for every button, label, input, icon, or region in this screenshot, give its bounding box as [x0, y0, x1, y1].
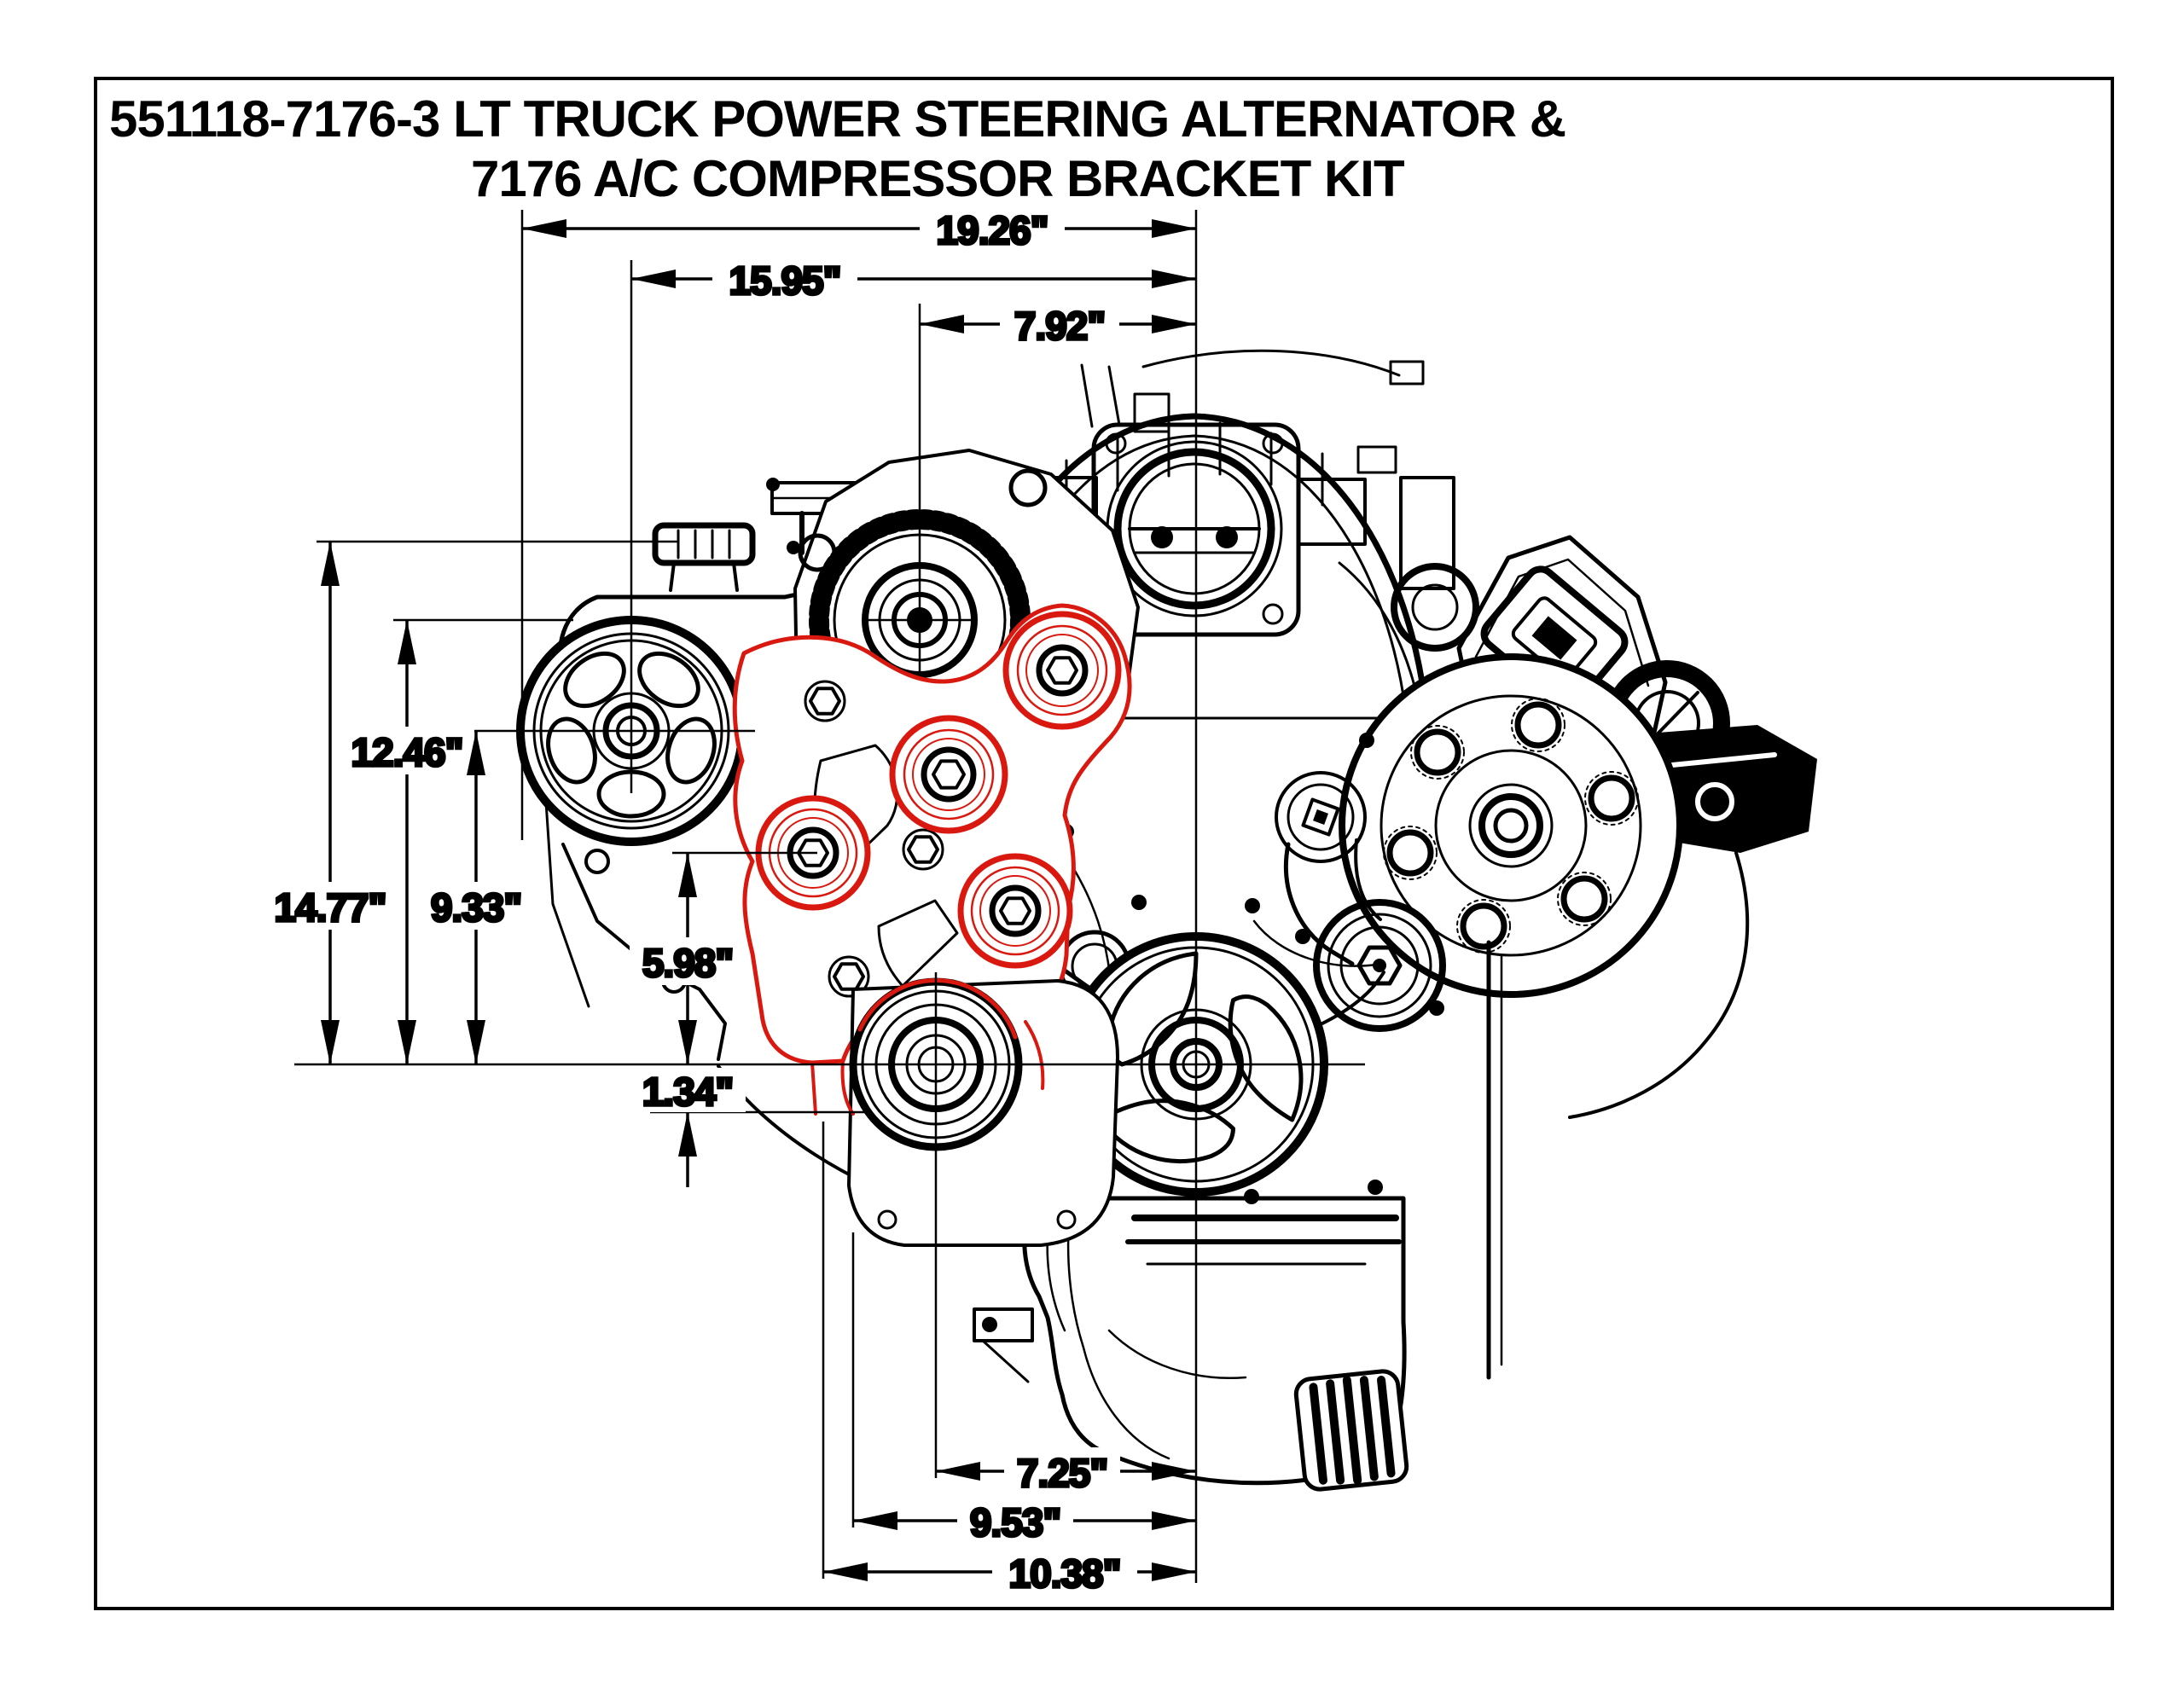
idler-pulley-bottom	[957, 853, 1073, 969]
bracket-ac-side-left	[840, 1059, 855, 1116]
water-outlet	[1391, 476, 1479, 652]
dim-9-53: 9.53"	[853, 1497, 1196, 1546]
title-line-2: 7176 A/C COMPRESSOR BRACKET KIT	[471, 150, 1404, 207]
dim-label: 7.92"	[1014, 304, 1105, 348]
dim-label: 10.38"	[1009, 1551, 1121, 1596]
dim-label: 12.46"	[351, 730, 463, 774]
bracket-bolts	[804, 680, 944, 998]
page-border	[94, 77, 2114, 1610]
belt-tensioner	[1275, 771, 1446, 1032]
dim-15-95: 15.95"	[631, 255, 1196, 304]
oil-pan	[973, 1180, 1409, 1492]
dim-19-26: 19.26"	[522, 205, 1196, 254]
water-pump-bolts	[1383, 698, 1639, 954]
dim-label: 9.53"	[970, 1500, 1060, 1545]
dim-label: 14.77"	[275, 885, 386, 930]
dim-10-38: 10.38"	[823, 1548, 1196, 1597]
dim-label: 9.33"	[431, 885, 521, 930]
bracket-ac-side-right	[1024, 1020, 1045, 1090]
water-pump-pulley	[1339, 653, 1683, 998]
bracket-kit-highlight	[732, 603, 1132, 1247]
dim-7-25: 7.25"	[936, 1447, 1196, 1497]
starter	[1293, 1369, 1409, 1492]
engine-front-view	[516, 349, 1817, 1492]
ps-reservoir-cap	[652, 522, 756, 566]
bracket-lower-tab	[810, 1061, 817, 1116]
extension-lines	[294, 210, 1365, 1583]
dim-1-34: 1.34"	[630, 1068, 746, 1187]
ac-compressor	[847, 977, 1119, 1247]
dim-label: 7.25"	[1017, 1451, 1107, 1495]
dim-label: 1.34"	[642, 1070, 733, 1114]
idler-pulley-middle	[889, 715, 1008, 834]
dim-9-33: 9.33"	[418, 731, 534, 1064]
idler-pulley-top	[1002, 611, 1122, 730]
dim-label: 19.26"	[937, 208, 1048, 252]
dim-5-98: 5.98"	[630, 853, 746, 1064]
title-line-1: 551118-7176-3 LT TRUCK POWER STEERING AL…	[109, 90, 1565, 148]
dim-label: 15.95"	[729, 258, 841, 303]
dim-label: 5.98"	[642, 941, 733, 985]
dim-7-92: 7.92"	[920, 300, 1196, 350]
dimension-layer: 19.26" 15.95" 7.92" 14.77"	[260, 205, 1365, 1597]
bracket-ac-strap	[857, 978, 1018, 1040]
title-block: 551118-7176-3 LT TRUCK POWER STEERING AL…	[109, 90, 1566, 207]
dim-14-77: 14.77"	[260, 542, 400, 1064]
dim-12-46: 12.46"	[340, 620, 474, 1064]
